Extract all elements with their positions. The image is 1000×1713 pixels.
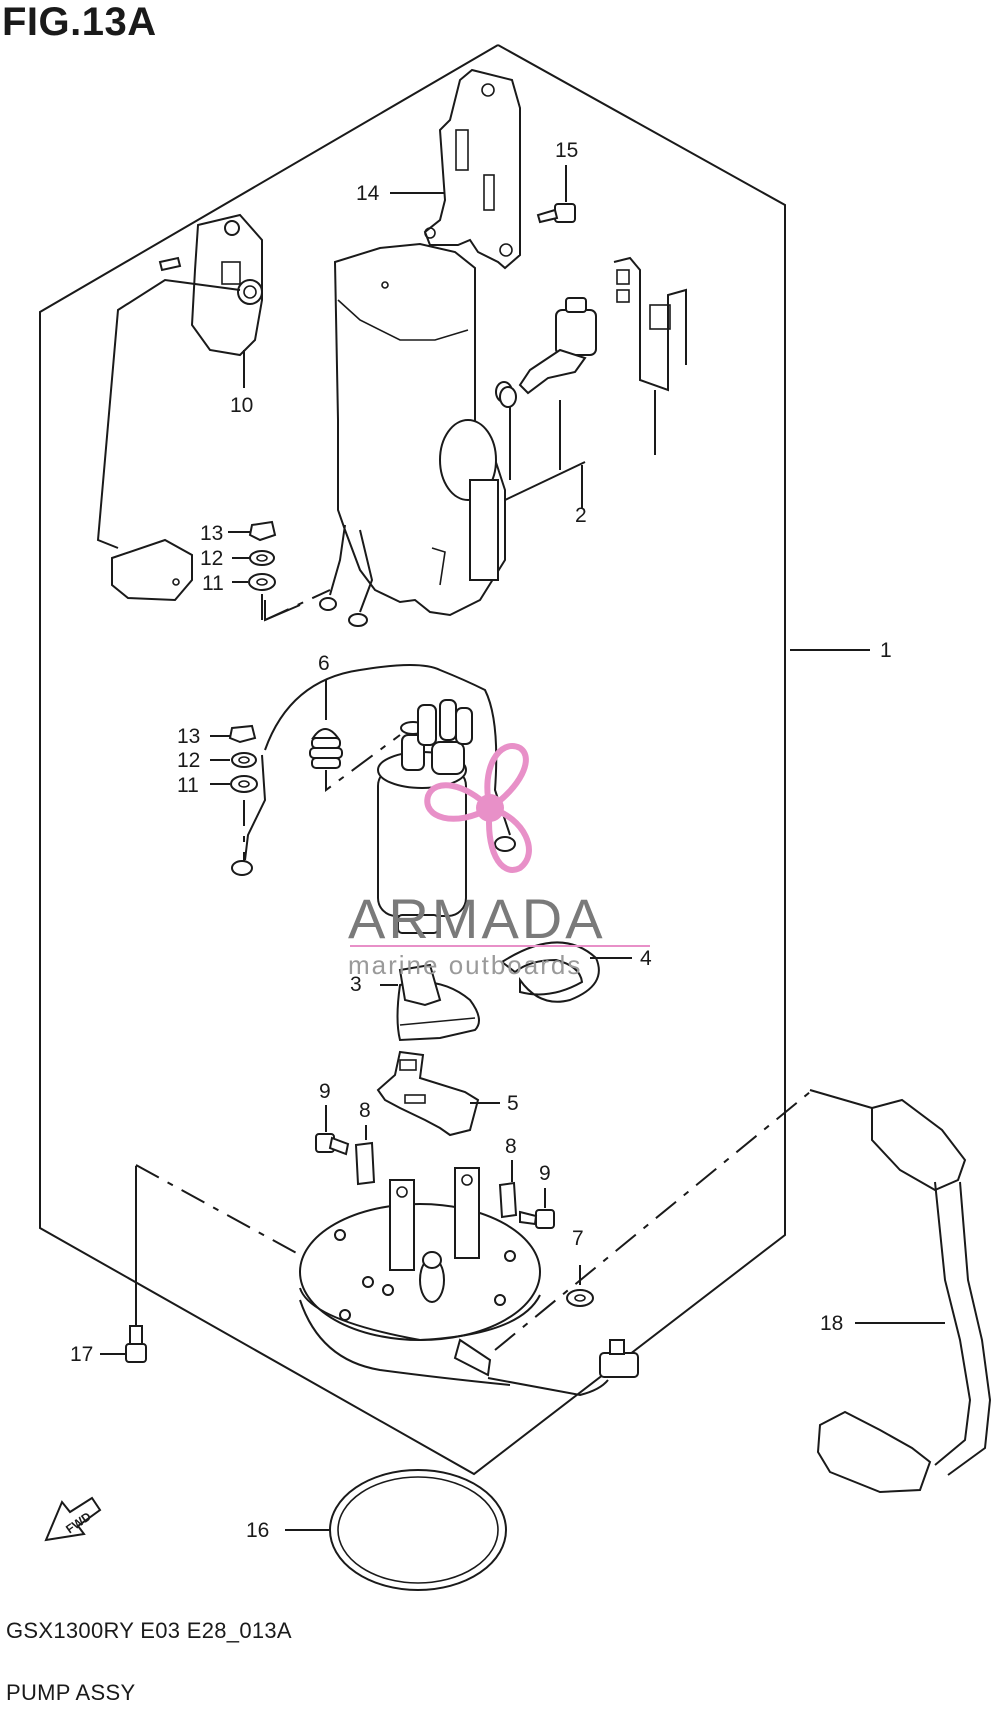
figure-title: FIG.13A <box>2 0 157 44</box>
callout-7: 7 <box>572 1227 584 1250</box>
strainer-part-3 <box>396 963 480 1042</box>
callout-16: 16 <box>246 1519 269 1542</box>
footer-model-code: GSX1300RY E03 E28_013A <box>6 1618 292 1643</box>
callout-6: 6 <box>318 652 330 675</box>
callout-13-lower: 13 <box>177 725 200 748</box>
callout-9-left: 9 <box>319 1080 331 1103</box>
fuel-filter-housing-part-2 <box>333 242 506 617</box>
nut-washer-stack-lower <box>228 724 258 865</box>
retainer-plate-part-5 <box>376 1050 480 1137</box>
callout-9-right: 9 <box>539 1162 551 1185</box>
fuel-level-sender-part-10 <box>96 213 263 602</box>
ring-part-4 <box>500 941 600 1003</box>
callout-14: 14 <box>356 182 380 205</box>
filter-wiring <box>319 524 374 627</box>
bolt-part-9-left <box>315 1133 350 1156</box>
callout-4: 4 <box>640 947 652 970</box>
assembly-outline <box>39 44 786 1476</box>
assembly-dividers <box>135 1091 811 1351</box>
watermark-tagline: marine outboards <box>348 950 582 980</box>
callout-labels: 1 2 3 4 5 6 7 8 8 9 9 10 11 11 12 12 13 … <box>70 139 892 1542</box>
nut-washer-stack-upper <box>248 520 331 622</box>
bolt-part-17 <box>125 1166 147 1363</box>
callout-15: 15 <box>555 139 578 162</box>
armada-watermark: ARMADA marine outboards <box>348 743 650 980</box>
bracket-part-14 <box>423 68 521 270</box>
propeller-logo-icon <box>424 743 532 873</box>
watermark-brand: ARMADA <box>348 887 606 950</box>
callout-5: 5 <box>507 1092 519 1115</box>
callout-12-upper: 12 <box>200 547 223 570</box>
callout-17: 17 <box>70 1343 93 1366</box>
clip-part-8-left <box>354 1141 376 1186</box>
o-ring-part-16 <box>329 1469 507 1591</box>
bolt-part-9-right <box>519 1209 555 1229</box>
fuel-hose-part-18 <box>809 1089 992 1494</box>
callout-10: 10 <box>230 394 253 417</box>
bolt-part-15 <box>536 165 576 224</box>
callout-1: 1 <box>880 639 892 662</box>
fuel-pump-motor <box>231 664 516 934</box>
clip-part-8-right <box>498 1181 518 1219</box>
footer-assembly-name: PUMP ASSY <box>6 1680 136 1705</box>
callout-12-lower: 12 <box>177 749 200 772</box>
callout-11-lower: 11 <box>177 774 199 797</box>
pressure-regulator <box>495 256 687 501</box>
callout-18: 18 <box>820 1312 843 1335</box>
washer-part-7 <box>566 1289 594 1307</box>
callout-11-upper: 11 <box>202 572 224 595</box>
callout-13-upper: 13 <box>200 522 223 545</box>
fwd-arrow-icon: FWD <box>44 1496 102 1542</box>
leader-lines <box>100 192 945 1531</box>
callout-2: 2 <box>575 504 587 527</box>
callout-3: 3 <box>350 973 362 996</box>
callout-8-right: 8 <box>505 1135 517 1158</box>
pump-base-flange <box>299 1167 639 1397</box>
callout-8-left: 8 <box>359 1099 371 1122</box>
grommet-part-6 <box>309 690 401 792</box>
